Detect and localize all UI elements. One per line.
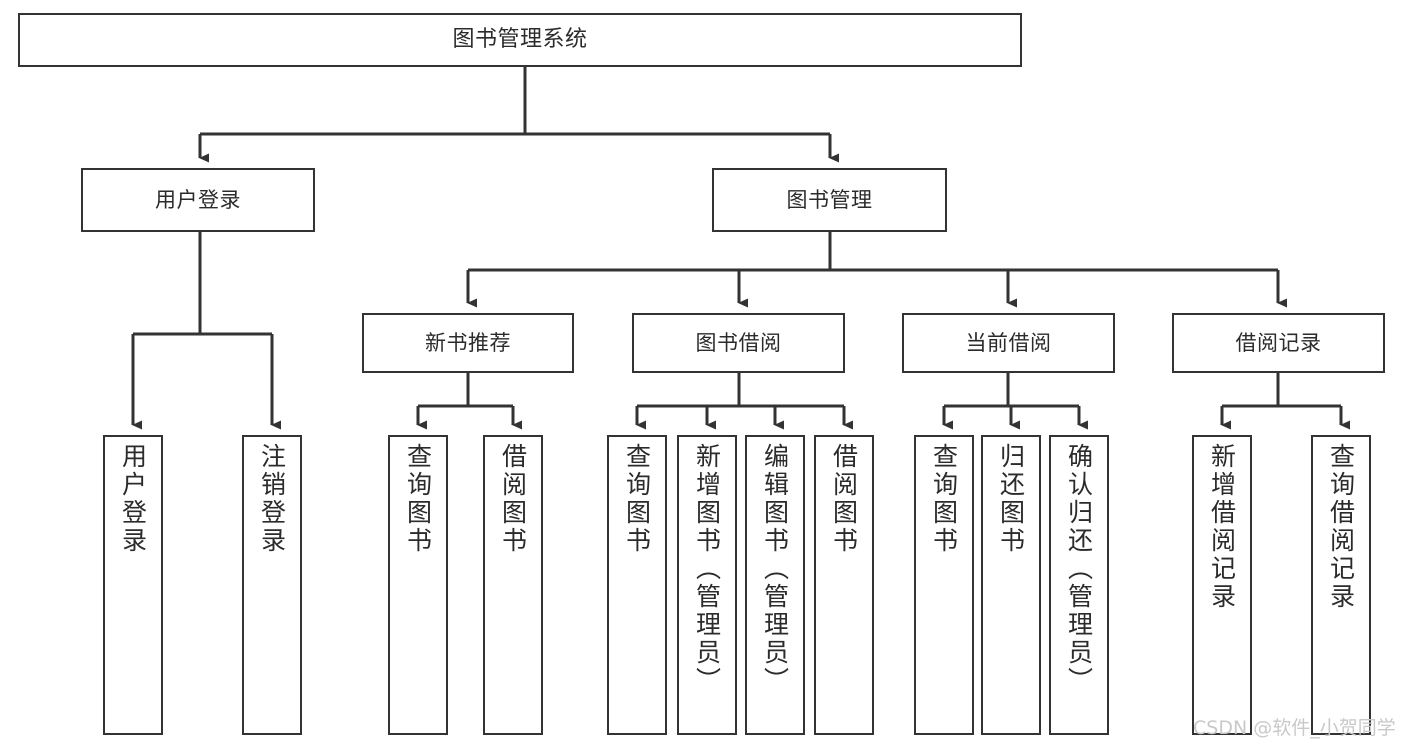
leaf-user-login-logout[interactable]: 注销登录 bbox=[242, 435, 302, 735]
leaf-borrow-record-query[interactable]: 查询借阅记录 bbox=[1311, 435, 1371, 735]
node-book-borrow[interactable]: 图书借阅 bbox=[632, 313, 845, 373]
node-root-book-management-system[interactable]: 图书管理系统 bbox=[18, 13, 1022, 67]
node-current-borrow[interactable]: 当前借阅 bbox=[902, 313, 1115, 373]
node-label: 借阅图书 bbox=[498, 443, 528, 555]
node-label: 注销登录 bbox=[257, 443, 287, 555]
node-label: 图书管理 bbox=[786, 187, 873, 212]
node-label: 编辑图书（管理员） bbox=[760, 443, 790, 695]
leaf-user-login-login[interactable]: 用户登录 bbox=[103, 435, 163, 735]
node-label: 查询图书 bbox=[622, 443, 652, 555]
leaf-new-book-borrow[interactable]: 借阅图书 bbox=[483, 435, 543, 735]
node-label: 借阅图书 bbox=[829, 443, 859, 555]
node-user-login[interactable]: 用户登录 bbox=[81, 168, 315, 232]
node-label: 借阅记录 bbox=[1235, 330, 1322, 355]
node-new-book-recommend[interactable]: 新书推荐 bbox=[362, 313, 574, 373]
node-label: 确认归还（管理员） bbox=[1064, 443, 1094, 695]
node-label: 查询借阅记录 bbox=[1326, 443, 1356, 611]
leaf-book-borrow-borrow[interactable]: 借阅图书 bbox=[814, 435, 874, 735]
node-label: 当前借阅 bbox=[965, 330, 1052, 355]
node-label: 查询图书 bbox=[403, 443, 433, 555]
node-label: 新增图书（管理员） bbox=[692, 443, 722, 695]
leaf-book-borrow-edit-admin[interactable]: 编辑图书（管理员） bbox=[745, 435, 805, 735]
node-label: 归还图书 bbox=[996, 443, 1026, 555]
node-label: 图书借阅 bbox=[695, 330, 782, 355]
node-label: 新书推荐 bbox=[425, 330, 511, 355]
leaf-book-borrow-query[interactable]: 查询图书 bbox=[607, 435, 667, 735]
node-borrow-record[interactable]: 借阅记录 bbox=[1172, 313, 1385, 373]
node-label: 用户登录 bbox=[155, 187, 241, 212]
node-label: 图书管理系统 bbox=[452, 27, 588, 53]
leaf-new-book-query[interactable]: 查询图书 bbox=[388, 435, 448, 735]
node-book-management[interactable]: 图书管理 bbox=[712, 168, 947, 232]
node-label: 用户登录 bbox=[118, 443, 148, 555]
leaf-borrow-record-add[interactable]: 新增借阅记录 bbox=[1192, 435, 1252, 735]
leaf-current-borrow-return[interactable]: 归还图书 bbox=[981, 435, 1041, 735]
leaf-book-borrow-add-admin[interactable]: 新增图书（管理员） bbox=[677, 435, 737, 735]
leaf-current-borrow-confirm-admin[interactable]: 确认归还（管理员） bbox=[1049, 435, 1109, 735]
leaf-current-borrow-query[interactable]: 查询图书 bbox=[914, 435, 974, 735]
node-label: 新增借阅记录 bbox=[1207, 443, 1237, 611]
node-label: 查询图书 bbox=[929, 443, 959, 555]
